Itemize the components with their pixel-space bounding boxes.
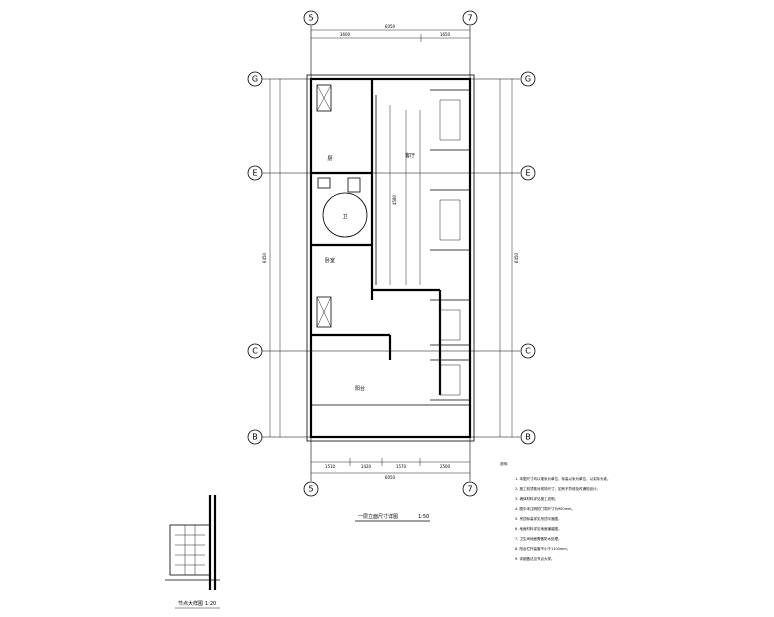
dimension-chain-right: 6450	[499, 79, 519, 437]
note-4: 4. 图中未注明的门洞尺寸为900mm。	[515, 506, 575, 511]
grid-bubble-left-c: C	[247, 343, 263, 359]
svg-text:5: 5	[308, 485, 313, 494]
dimension-chain-left: 6450	[262, 79, 281, 437]
window-frames	[430, 89, 470, 401]
dim-left-total: 6450	[262, 252, 267, 263]
svg-text:B: B	[252, 433, 258, 442]
grid-bubble-left-e: E	[247, 165, 263, 181]
note-7: 7. 卫生间地面需做防水处理。	[515, 536, 561, 541]
dim-bottom-total: 6050	[385, 475, 396, 480]
dim-bottom-a: 1510	[325, 464, 336, 469]
dimension-chain-bottom: 1510 1420 1570 2500 6050	[311, 458, 470, 480]
detail-scale: 1:20	[205, 601, 216, 607]
room-label-toilet: 卫	[342, 214, 347, 220]
svg-text:B: B	[525, 433, 531, 442]
note-1: 1. 本图尺寸均以毫米为单位，标高以米为单位，以实际为准。	[515, 476, 610, 481]
closet-fixture	[316, 296, 332, 328]
round-table	[322, 192, 368, 238]
room-label-upper-left: 厨	[327, 156, 332, 162]
grid-bubble-left-b: B	[247, 429, 263, 445]
note-6: 6. 地面材料详见地面铺装图。	[515, 526, 561, 531]
grid-bubble-right-e: E	[520, 165, 536, 181]
kitchen-fixture	[316, 84, 332, 112]
notes-heading: 说明:	[500, 461, 508, 466]
exterior-walls	[306, 74, 475, 442]
svg-text:C: C	[525, 347, 531, 356]
svg-text:7: 7	[467, 14, 472, 23]
note-8: 8. 阳台栏杆高度不小于1100mm。	[515, 546, 570, 551]
grid-bubble-right-b: B	[520, 429, 536, 445]
grid-bubble-top-right: 7	[462, 10, 478, 26]
dim-bottom-c: 1570	[396, 464, 407, 469]
drawing-title-block: 一层立面尺寸详图 1:50	[355, 513, 430, 522]
note-2: 2. 施工前须核对现场尺寸，如有不符请及时通知设计。	[515, 486, 600, 491]
drawing-scale: 1:50	[418, 514, 429, 520]
note-5: 5. 吊顶标高详见吊顶平面图。	[515, 516, 561, 521]
svg-text:E: E	[525, 169, 530, 178]
corridor-lines	[389, 105, 421, 285]
room-label-lower-left: 卧室	[325, 257, 335, 264]
drawing-title: 一层立面尺寸详图	[358, 513, 398, 520]
notes-block: 说明: 1. 本图尺寸均以毫米为单位，标高以米为单位，以实际为准。 2. 施工前…	[500, 461, 610, 561]
note-3: 3. 墙体材料详见施工说明。	[515, 496, 558, 501]
svg-text:7: 7	[467, 485, 472, 494]
svg-text:E: E	[252, 169, 257, 178]
grid-bubble-left-g: G	[247, 71, 263, 87]
dim-middle-vertical: 4580	[392, 194, 397, 205]
grid-bubble-right-c: C	[520, 343, 536, 359]
grid-bubble-bottom-right: 7	[462, 481, 478, 497]
svg-text:5: 5	[308, 14, 313, 23]
svg-text:G: G	[525, 75, 531, 84]
dimension-chain-top: 6050 3600 1650	[311, 24, 470, 42]
node-detail-drawing: 节点大样图 1:20	[165, 495, 220, 609]
svg-text:G: G	[252, 75, 258, 84]
room-label-bottom: 阳台	[355, 385, 365, 392]
dim-top-total: 6050	[385, 24, 396, 29]
grid-bubble-bottom-left: 5	[303, 481, 319, 497]
note-9: 9. 详细做法见节点大样。	[515, 556, 554, 561]
room-label-upper-middle: 客厅	[405, 152, 415, 159]
toilet-fixtures	[317, 177, 361, 193]
svg-text:C: C	[252, 347, 258, 356]
dim-right-total: 6450	[514, 252, 519, 263]
interior-walls	[311, 79, 470, 406]
dim-top-a: 3600	[340, 32, 351, 37]
dim-bottom-b: 1420	[361, 464, 372, 469]
grid-bubble-right-g: G	[520, 71, 536, 87]
dim-bottom-d: 2500	[440, 464, 451, 469]
detail-title: 节点大样图	[178, 600, 203, 607]
grid-bubble-top-left: 5	[303, 10, 319, 26]
dim-top-b: 1650	[440, 32, 451, 37]
